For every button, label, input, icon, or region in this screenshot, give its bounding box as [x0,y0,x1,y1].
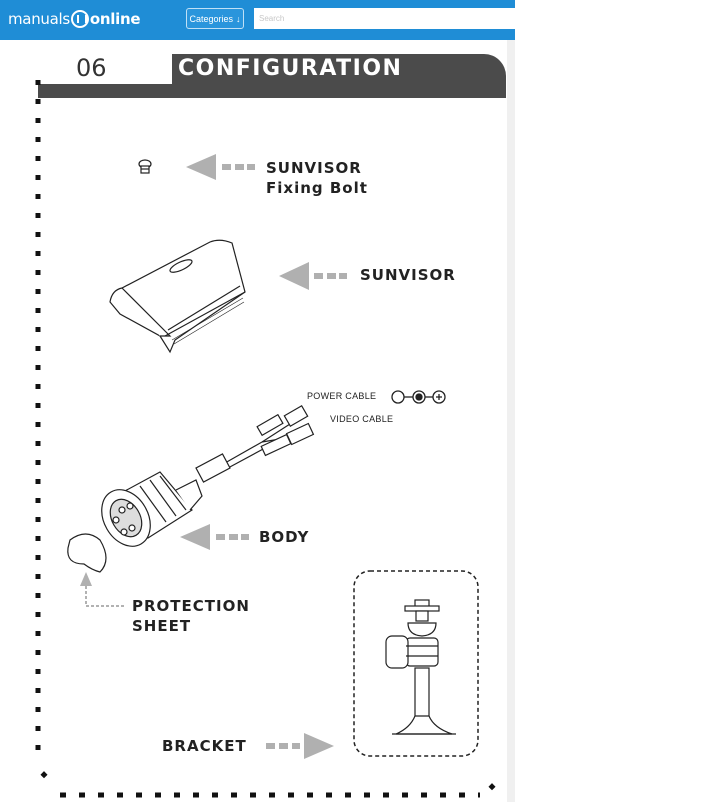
dc-jack-icon [391,390,446,404]
top-bar: manuals online Categories ↓ [0,0,515,40]
bolt-illustration [138,159,152,174]
camera-body-illustration [101,404,315,547]
logo-text-online: online [89,10,141,28]
label-bracket: BRACKET [162,737,247,755]
page-title: CONFIGURATION [178,56,403,81]
label-protection-sheet: PROTECTION SHEET [132,597,250,635]
label-power-cable: POWER CABLE [307,391,377,401]
label-sunvisor-bolt: SUNVISOR Fixing Bolt [266,159,368,197]
sunvisor-illustration [109,239,246,354]
protection-sheet-illustration [67,533,107,573]
page-number: 06 [76,54,107,82]
search-input[interactable] [254,8,515,29]
label-sunvisor: SUNVISOR [360,266,456,284]
arrow-right-icon [266,733,334,759]
arrow-up-icon [80,572,92,586]
page-number-box: 06 [38,54,116,84]
arrow-left-icon [186,154,255,180]
label-video-cable: VIDEO CABLE [330,414,394,424]
categories-button[interactable]: Categories ↓ [186,8,244,29]
site-logo[interactable]: manuals online [8,8,141,30]
arrow-left-icon [279,262,347,290]
manual-page: 06 CONFIGURATION [0,40,515,802]
arrow-down-icon: ↓ [236,13,241,24]
bracket-illustration [385,599,456,735]
label-body: BODY [259,528,310,546]
logo-text-manuals: manuals [8,10,70,28]
configuration-illustration [35,80,496,798]
book-icon [70,10,89,28]
arrow-left-icon [180,524,249,550]
categories-label: Categories [189,13,234,24]
